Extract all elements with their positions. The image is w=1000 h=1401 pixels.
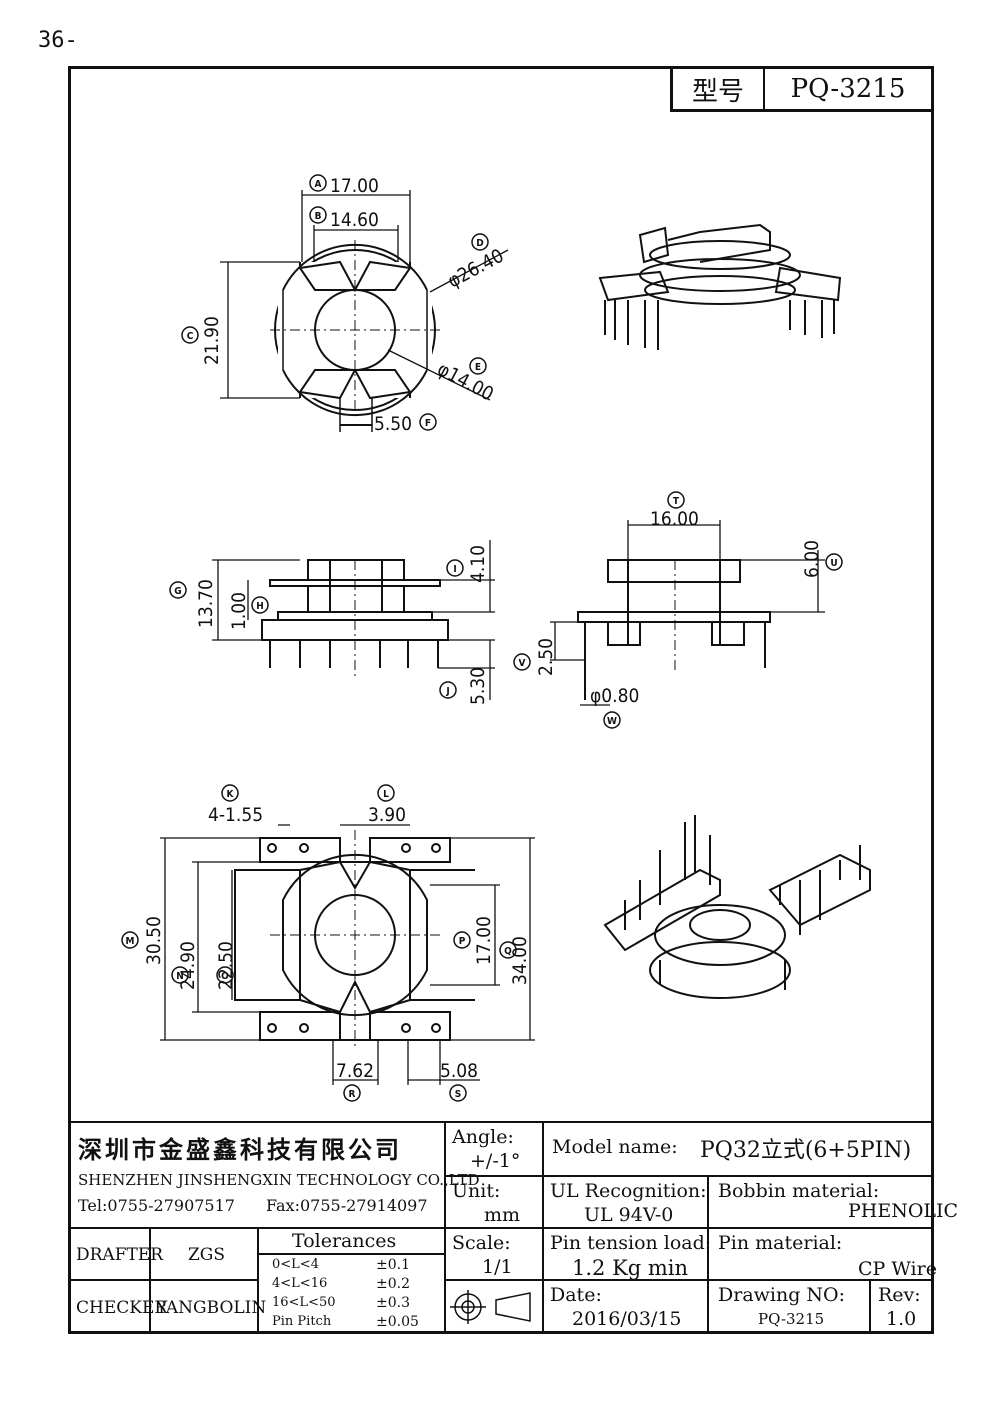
svg-text:O: O — [221, 971, 229, 982]
dim-n: 24.90 — [177, 941, 199, 990]
pin-tension-value: 1.2 Kg min — [572, 1256, 689, 1280]
dim-a: 17.00 — [330, 175, 379, 197]
angle-label: Angle: — [452, 1126, 514, 1148]
svg-text:K: K — [227, 789, 235, 800]
company-tel: Tel:0755-27907517 — [78, 1196, 235, 1215]
unit-label: Unit: — [452, 1180, 501, 1202]
svg-text:N: N — [176, 971, 184, 982]
bobbin-label: Bobbin material: — [718, 1180, 880, 1202]
date-value: 2016/03/15 — [572, 1308, 682, 1330]
tolerance-range-2: 4<L<16 — [272, 1276, 328, 1291]
dim-c: 21.90 — [201, 316, 223, 365]
dim-b: 14.60 — [330, 209, 379, 231]
iso-view-bottom — [603, 815, 871, 999]
side-view — [550, 520, 825, 706]
dim-e: φ14.00 — [434, 358, 497, 406]
svg-text:W: W — [607, 716, 617, 727]
drawing-frame — [68, 66, 934, 1334]
dim-w: φ0.80 — [590, 685, 639, 707]
svg-text:G: G — [174, 586, 181, 597]
top-view — [220, 190, 509, 432]
drafter-value: ZGS — [188, 1245, 226, 1265]
dim-v: 2.50 — [535, 638, 557, 676]
tolerance-range-4: Pin Pitch — [272, 1314, 332, 1329]
dim-i: 4.10 — [467, 545, 489, 583]
title-block-lines — [68, 1121, 934, 1334]
dim-l: 3.90 — [368, 804, 406, 826]
dim-j: 5.30 — [467, 667, 489, 705]
svg-text:P: P — [459, 936, 466, 947]
model-name-value: PQ32立式(6+5PIN) — [700, 1138, 912, 1163]
dim-t: 16.00 — [650, 508, 699, 530]
tolerance-value-2: ±0.2 — [376, 1276, 410, 1292]
svg-text:I: I — [453, 564, 456, 575]
dim-o: 22.50 — [215, 941, 237, 990]
svg-text:E: E — [475, 362, 481, 373]
svg-text:V: V — [519, 658, 526, 669]
svg-text:D: D — [476, 238, 483, 249]
checker-value: YANGBOLIN — [156, 1298, 267, 1318]
tolerance-value-1: ±0.1 — [376, 1257, 410, 1273]
rev-label: Rev: — [878, 1284, 921, 1306]
dim-g: 13.70 — [195, 579, 217, 628]
drawing-no-value: PQ-3215 — [758, 1310, 825, 1328]
angle-value: +/-1° — [470, 1150, 521, 1172]
company-fax: Fax:0755-27914097 — [266, 1196, 428, 1215]
svg-text:U: U — [830, 558, 837, 569]
svg-text:A: A — [315, 179, 322, 190]
dim-q: 34.00 — [509, 936, 531, 985]
svg-text:Q: Q — [504, 946, 512, 957]
svg-text:L: L — [383, 789, 389, 800]
date-label: Date: — [550, 1284, 602, 1306]
unit-value: mm — [484, 1204, 521, 1226]
drafter-label: DRAFTER — [76, 1245, 164, 1265]
svg-text:M: M — [126, 936, 135, 947]
checker-label: CHECKER — [76, 1298, 168, 1318]
svg-text:F: F — [425, 418, 431, 429]
ul-value: UL 94V-0 — [584, 1204, 674, 1226]
company-name-cn: 深圳市金盛鑫科技有限公司 — [78, 1136, 402, 1164]
svg-text:R: R — [349, 1089, 356, 1100]
svg-text:H: H — [256, 601, 264, 612]
page-number: 36- — [38, 28, 78, 53]
svg-text:S: S — [455, 1089, 461, 1100]
dim-r: 7.62 — [336, 1060, 374, 1082]
tolerance-value-4: ±0.05 — [376, 1314, 419, 1330]
dim-h: 1.00 — [228, 592, 250, 630]
svg-text:C: C — [187, 331, 194, 342]
tolerance-range-1: 0<L<4 — [272, 1257, 319, 1272]
svg-text:J: J — [445, 686, 449, 697]
front-view — [212, 540, 495, 700]
tolerances-label: Tolerances — [292, 1230, 397, 1252]
iso-view-top — [598, 223, 842, 350]
model-name-label: Model name: — [552, 1136, 678, 1158]
dim-d: φ26.40 — [444, 245, 507, 293]
ul-label: UL Recognition: — [550, 1180, 707, 1202]
bottom-view — [160, 824, 535, 1085]
scale-value: 1/1 — [482, 1256, 513, 1278]
svg-text:T: T — [673, 496, 680, 507]
dim-k: 4-1.55 — [208, 804, 263, 826]
tolerance-value-3: ±0.3 — [376, 1295, 410, 1311]
model-header: 型号 PQ-3215 — [670, 66, 934, 112]
dim-m: 30.50 — [143, 916, 165, 965]
dim-p: 17.00 — [473, 916, 495, 965]
rev-value: 1.0 — [886, 1308, 917, 1330]
dim-s: 5.08 — [440, 1060, 478, 1082]
tolerance-range-3: 16<L<50 — [272, 1295, 336, 1310]
svg-text:B: B — [315, 211, 322, 222]
type-label: 型号 — [673, 69, 765, 109]
company-name-en: SHENZHEN JINSHENGXIN TECHNOLOGY CO.,LTD — [78, 1171, 480, 1189]
pin-material-value: CP Wire — [858, 1258, 937, 1280]
pin-material-label: Pin material: — [718, 1232, 843, 1254]
pin-tension-label: Pin tension load: — [550, 1232, 712, 1254]
dim-u: 6.00 — [801, 540, 823, 578]
dim-f: 5.50 — [374, 413, 412, 435]
projection-symbol — [450, 1290, 531, 1324]
scale-label: Scale: — [452, 1232, 511, 1254]
model-number: PQ-3215 — [790, 74, 906, 104]
drawing-no-label: Drawing NO: — [718, 1284, 846, 1306]
bobbin-value: PHENOLIC — [848, 1200, 959, 1222]
